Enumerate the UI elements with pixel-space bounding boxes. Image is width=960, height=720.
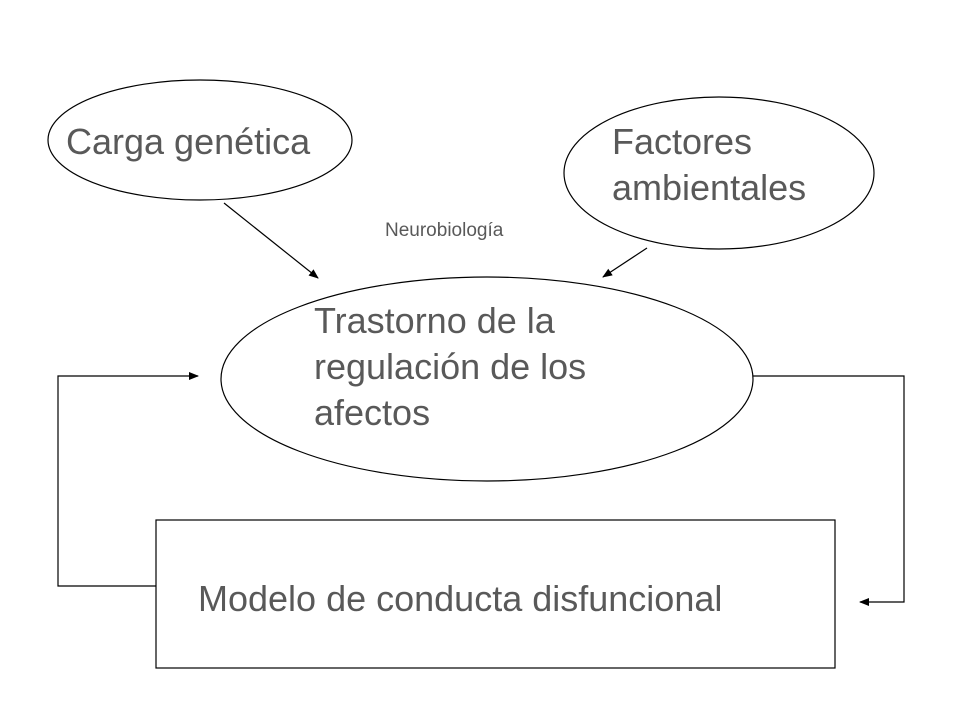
trastorno-line-1: Trastorno de la (314, 300, 555, 341)
modelo-conducta-label: Modelo de conducta disfuncional (198, 578, 723, 619)
factores-line-2: ambientales (612, 167, 807, 208)
factores-ambientales-ellipse (563, 96, 875, 250)
trastorno-ellipse (220, 276, 754, 482)
arrow-trastorno-to-modelo (753, 375, 905, 606)
factores-ambientales-label: Factores ambientales (612, 119, 806, 211)
factores-line-1: Factores (612, 121, 753, 162)
trastorno-line-2: regulación de los (314, 346, 587, 387)
carga-genetica-ellipse (47, 79, 353, 201)
trastorno-label: Trastorno de la regulación de los afecto… (314, 298, 586, 436)
neurobiologia-label: Neurobiología (385, 220, 504, 241)
arrow-factores-to-trastorno (602, 247, 648, 278)
modelo-conducta-box (155, 519, 836, 669)
carga-genetica-label: Carga genética (66, 121, 311, 162)
arrow-modelo-to-trastorno (57, 372, 199, 587)
trastorno-line-3: afectos (314, 392, 431, 433)
arrow-carga-to-trastorno (223, 202, 319, 279)
